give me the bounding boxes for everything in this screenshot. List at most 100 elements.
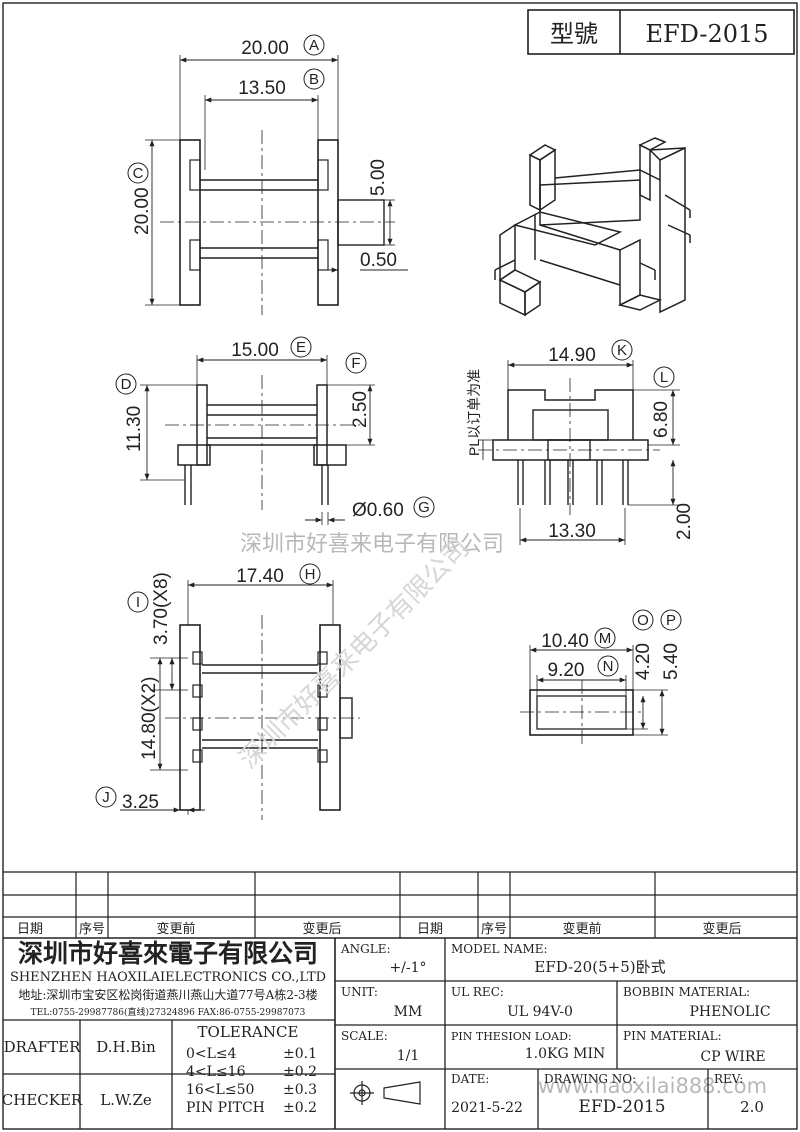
rev-date-header-1: 日期 (17, 922, 43, 937)
company-address: 地址:深圳市宝安区松岗街道燕川燕山大道77号A栋2-3楼 (18, 987, 317, 1002)
dim-h-value: 17.40 (236, 566, 284, 587)
company-contact: TEL:0755-29987786(直线)27324896 FAX:86-075… (31, 1006, 306, 1018)
tolerance-value-2: ±0.2 (283, 1064, 317, 1080)
revision-table (3, 871, 797, 939)
tolerance-value-1: ±0.1 (283, 1046, 317, 1062)
rev-no-header-2: 序号 (481, 922, 507, 937)
dim-k-letter: K (617, 342, 627, 359)
rev-label: REV: (714, 1072, 743, 1086)
dim-n-value: 9.20 (548, 660, 585, 681)
dim-g-value: Ø0.60 (352, 500, 404, 521)
dim-d-letter: D (121, 376, 132, 393)
dim-l-letter: L (660, 369, 668, 386)
dim-p-letter: P (666, 612, 676, 629)
model-name-label: MODEL NAME: (451, 942, 548, 956)
pin-tension-load-value: 1.0KG MIN (525, 1046, 605, 1062)
dim-i-balloon (127, 591, 149, 613)
dim-i-value: 3.70(X8) (151, 572, 172, 645)
dim-f-letter: F (351, 355, 360, 372)
dim-a-value: 20.00 (241, 38, 289, 59)
dim-h-letter: H (305, 566, 316, 583)
top-view (145, 55, 408, 315)
date-value: 2021-5-22 (451, 1100, 523, 1116)
dim-f-value: 2.50 (350, 391, 371, 428)
dim-c-letter: C (133, 165, 144, 182)
dim-h-balloon (299, 563, 321, 585)
dim-d-value: 11.30 (124, 406, 145, 452)
watermark-url: www.haoxilai888.com (538, 1074, 767, 1098)
bottom-view (120, 580, 360, 820)
scale-label: SCALE: (341, 1029, 388, 1043)
dim-j-letter: J (102, 789, 110, 806)
company-name-cn: 深圳市好喜來電子有限公司 (18, 939, 318, 968)
dim-a-letter: A (309, 37, 319, 54)
side-view (478, 360, 680, 545)
tolerance-label: TOLERANCE (198, 1023, 299, 1041)
drawing-no-label: DRAWING NO: (544, 1072, 636, 1086)
dim-o-balloon (632, 609, 654, 631)
bobbin-material-label: BOBBIN MATERIAL: (623, 985, 750, 999)
pin-material-label: PIN MATERIAL: (623, 1029, 722, 1043)
header-model-box: 型號 EFD-2015 (527, 9, 795, 55)
dim-a-balloon (303, 34, 325, 56)
model-name-value: EFD-20(5+5)卧式 (534, 958, 665, 976)
dim-tab-thickness: 0.50 (360, 250, 397, 271)
tolerance-value-3: ±0.3 (283, 1082, 317, 1098)
dim-g-letter: G (418, 499, 430, 516)
bobbin-material-value: PHENOLIC (689, 1004, 770, 1020)
dim-p-balloon (660, 609, 682, 631)
angle-value: +/-1° (389, 960, 426, 976)
dim-c-value: 20.00 (132, 187, 153, 235)
pin-tension-load-label: PIN THESION LOAD: (451, 1030, 572, 1043)
unit-label: UNIT: (341, 985, 378, 999)
date-label: DATE: (451, 1072, 489, 1086)
title-block (3, 938, 797, 1129)
dim-pin-length: 2.00 (674, 503, 695, 540)
drafter-label: DRAFTER (4, 1038, 82, 1056)
rev-before-header-1: 变更前 (156, 921, 195, 937)
rev-date-header-2: 日期 (417, 922, 443, 937)
tolerance-value-4: ±0.2 (283, 1100, 317, 1116)
dim-l-value: 6.80 (651, 401, 672, 438)
watermark-company: 深圳市好喜来电子有限公司 (240, 532, 504, 557)
angle-label: ANGLE: (340, 942, 391, 956)
dim-i-letter: I (136, 594, 140, 611)
core-section-view (520, 645, 668, 745)
ul-rec-label: UL REC: (451, 985, 504, 999)
dim-k-value: 14.90 (548, 345, 596, 366)
dim-m-value: 10.40 (541, 631, 589, 652)
header-model: EFD-2015 (645, 20, 768, 48)
dim-g-balloon (413, 496, 435, 518)
header-label: 型號 (550, 20, 598, 48)
dim-tab-height: 5.00 (368, 159, 389, 196)
dim-o-letter: O (637, 612, 649, 629)
front-view (140, 355, 375, 525)
rev-value: 2.0 (740, 1098, 764, 1116)
dim-m-letter: M (599, 630, 612, 647)
dim-c-balloon (127, 162, 149, 184)
dim-b-value: 13.50 (238, 78, 286, 99)
dim-j-value: 3.25 (122, 792, 159, 813)
rev-after-header-1: 变更后 (302, 921, 341, 937)
rev-no-header-1: 序号 (79, 922, 105, 937)
dim-p-value: 5.40 (661, 643, 682, 680)
isometric-view (494, 137, 691, 317)
company-name-en: SHENZHEN HAOXILAIELECTRONICS CO.,LTD (10, 970, 326, 985)
dim-e-value: 15.00 (231, 340, 279, 361)
tolerance-range-2: 4<L≤16 (186, 1064, 246, 1080)
rev-after-header-2: 变更后 (702, 921, 741, 937)
ul-rec-value: UL 94V-0 (507, 1004, 573, 1020)
dim-f-balloon (345, 352, 367, 374)
tolerance-range-4: PIN PITCH (186, 1100, 265, 1116)
checker-label: CHECKER (2, 1091, 83, 1109)
dim-e-balloon (290, 336, 312, 358)
dim-n-balloon (597, 655, 619, 677)
dim-e-letter: E (296, 339, 306, 356)
scale-value: 1/1 (397, 1048, 420, 1064)
dim-b-letter: B (309, 71, 319, 88)
dim-o-value: 4.20 (633, 643, 654, 680)
tolerance-range-1: 0<L≤4 (186, 1046, 237, 1062)
dim-l-balloon (653, 366, 675, 388)
